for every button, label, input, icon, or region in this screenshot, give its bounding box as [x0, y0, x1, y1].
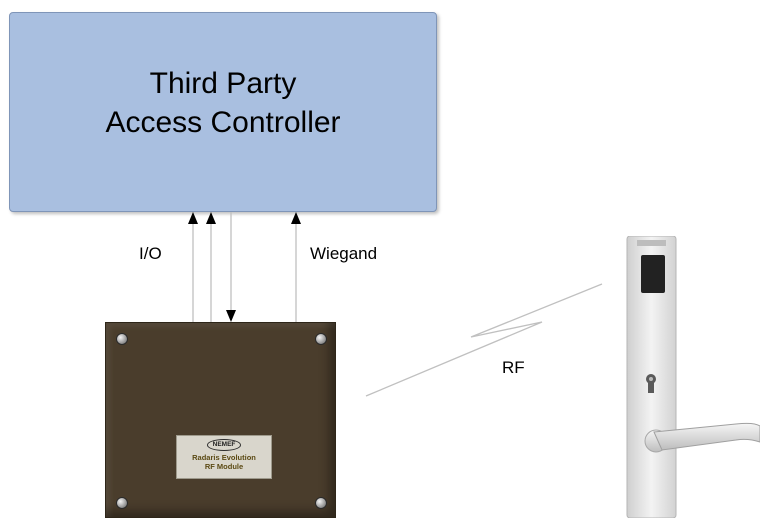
- io-wire-3-arrowhead: [226, 310, 236, 322]
- io-wire-1-arrowhead: [188, 212, 198, 224]
- screw-icon: [315, 333, 327, 345]
- rf-link-zigzag: [365, 283, 603, 397]
- io-label: I/O: [139, 244, 162, 263]
- screw-icon: [116, 333, 128, 345]
- screw-icon: [116, 497, 128, 509]
- rf-label: RF: [502, 358, 525, 377]
- module-name-line1: Radaris Evolution: [192, 453, 256, 462]
- wiegand-wire: [291, 212, 301, 322]
- door-lock-icon: [626, 236, 760, 518]
- lever-handle-icon: [653, 422, 760, 451]
- module-nameplate: NEMEF Radaris Evolution RF Module: [176, 435, 272, 479]
- controller-title-line1: Third Party: [149, 67, 297, 100]
- io-wire-2-arrowhead: [206, 212, 216, 224]
- io-wire-3: [226, 212, 236, 322]
- access-controller-box: Third Party Access Controller: [9, 12, 437, 212]
- screw-icon: [315, 497, 327, 509]
- wiegand-label: Wiegand: [310, 244, 378, 263]
- rf-module-box: NEMEF Radaris Evolution RF Module: [105, 322, 336, 518]
- card-reader-icon: [641, 255, 665, 293]
- io-wire-1: [188, 212, 198, 322]
- wiegand-wire-arrowhead: [291, 212, 301, 224]
- controller-title-line2: Access Controller: [105, 106, 341, 139]
- nemef-logo: NEMEF: [206, 439, 242, 451]
- controller-title: Third Party Access Controller: [105, 64, 340, 142]
- module-name-line2: RF Module: [204, 462, 244, 471]
- io-wire-2: [206, 212, 216, 322]
